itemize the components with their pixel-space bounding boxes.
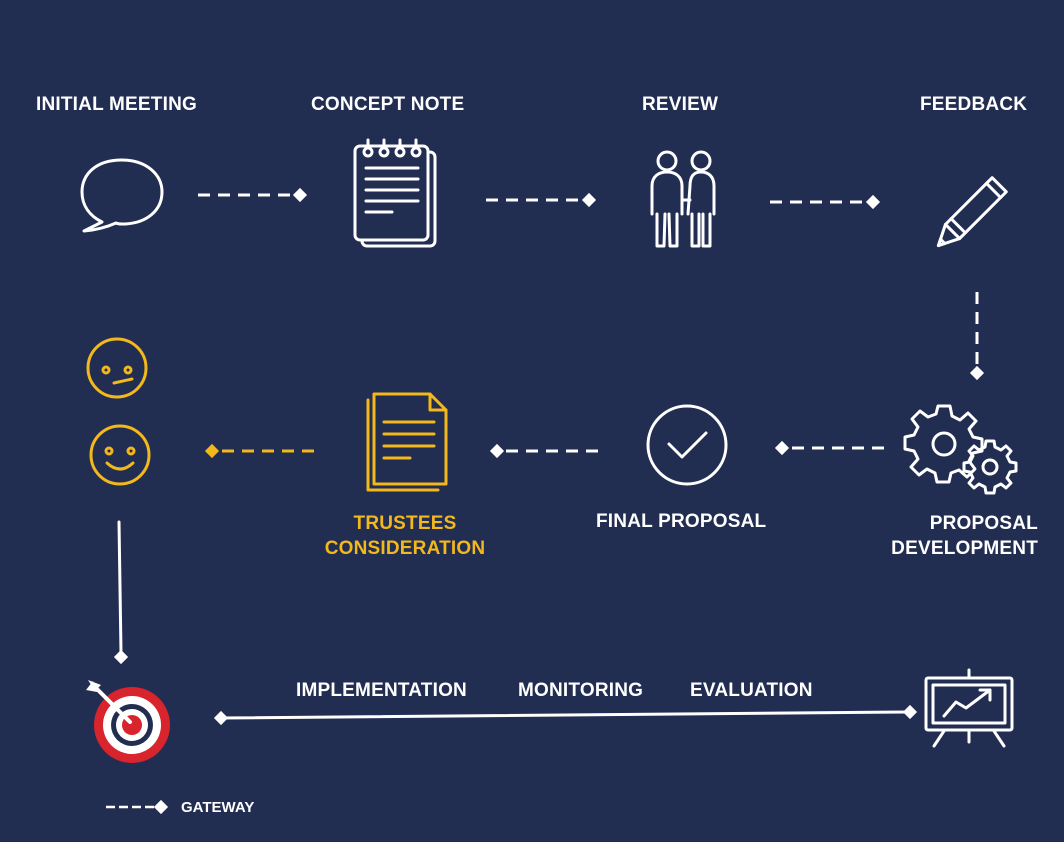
connector-feedback-to-development xyxy=(969,292,985,381)
step-label-line: PROPOSAL xyxy=(929,513,1038,534)
phase-label-implementation: IMPLEMENTATION xyxy=(296,680,467,701)
connector-target-to-evaluation xyxy=(213,704,918,726)
pencil-icon xyxy=(936,176,1008,248)
step-label-review: REVIEW xyxy=(642,94,719,115)
connector-trustees-to-outcome xyxy=(204,443,314,459)
step-label-proposal-development: PROPOSAL DEVELOPMENT xyxy=(870,511,1038,561)
connector-development-to-final xyxy=(774,440,884,456)
presentation-chart-icon xyxy=(924,668,1014,748)
smiley-face-icon xyxy=(89,424,151,486)
notepad-icon xyxy=(353,138,437,248)
document-icon xyxy=(366,392,448,492)
checkmark-circle-icon xyxy=(646,404,728,486)
gears-icon xyxy=(903,404,1018,495)
step-label-line: TRUSTEES xyxy=(353,513,457,534)
legend-gateway-label: GATEWAY xyxy=(181,799,255,816)
people-icon xyxy=(650,150,716,248)
step-label-trustees-consideration: TRUSTEES CONSIDERATION xyxy=(310,511,500,561)
target-icon xyxy=(86,680,170,763)
legend-gateway-symbol xyxy=(106,799,169,815)
connector-review-to-feedback xyxy=(770,194,881,210)
step-label-concept-note: CONCEPT NOTE xyxy=(311,94,465,115)
step-label-line: DEVELOPMENT xyxy=(891,538,1038,559)
step-label-initial-meeting: INITIAL MEETING xyxy=(36,94,197,115)
step-label-line: CONSIDERATION xyxy=(324,538,486,559)
step-label-feedback: FEEDBACK xyxy=(920,94,1028,115)
phase-label-monitoring: MONITORING xyxy=(518,680,644,701)
connector-final-to-trustees xyxy=(489,443,598,459)
neutral-face-icon xyxy=(86,337,148,399)
connector-concept-to-review xyxy=(486,192,597,208)
connector-initial-to-concept xyxy=(198,187,308,203)
step-label-final-proposal: FINAL PROPOSAL xyxy=(596,511,767,532)
speech-bubble-icon xyxy=(80,158,164,233)
phase-label-evaluation: EVALUATION xyxy=(690,680,813,701)
connector-outcome-to-target xyxy=(113,520,129,665)
